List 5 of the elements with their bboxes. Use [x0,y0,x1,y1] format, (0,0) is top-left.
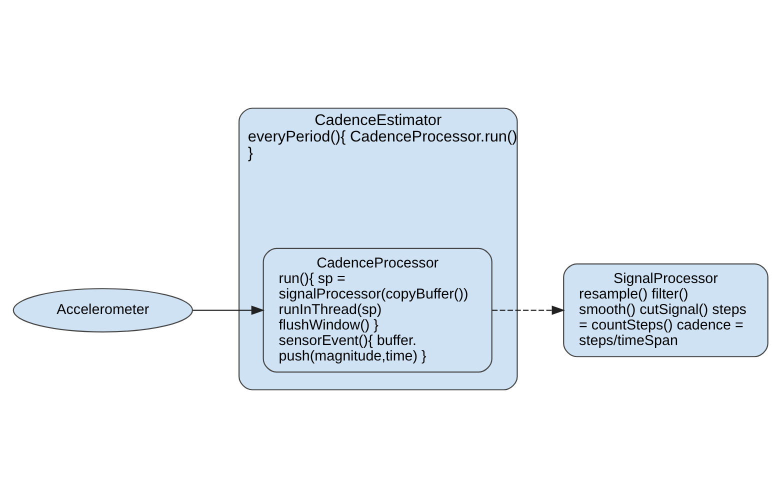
node-box: CadenceProcessor run(){ sp = signalProcessor(copyBuffer()) runInThread(sp) flushWindow() } sensorEvent(){ buffer. push(magnitude,time) } [262,247,492,372]
arrow [492,305,566,314]
node-ellipse: Accelerometer [12,288,194,332]
node-box: SignalProcessor resample() filter() smooth() cutSignal() steps = countSteps() cadence = steps/timeSpan [563,262,768,357]
arrow [192,305,265,314]
